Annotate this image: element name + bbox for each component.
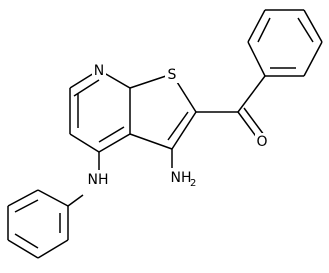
phenyl-inner-1 [257, 17, 271, 43]
lower-phenyl-bond-2 [7, 189, 39, 207]
label-bg-pyridine-n [92, 61, 106, 79]
bond-carbonyl-o-double [243, 107, 265, 136]
lower-phenyl-bond-1 [37, 189, 69, 207]
thiophene-sulfur-label: S [168, 67, 177, 83]
phenyl-bond-1 [247, 41, 266, 77]
bond-c3-c3a [129, 133, 173, 150]
lower-phenyl-inner-1 [14, 199, 39, 213]
label-bg-anilino [84, 170, 112, 190]
pyridine-nitrogen-label: N [94, 63, 104, 79]
bond-nh-phenyl [67, 194, 84, 207]
lower-phenyl-bond-4 [7, 239, 39, 259]
phenyl-inner-2 [297, 17, 314, 43]
lower-phenyl-bond-5 [37, 239, 69, 259]
bond-c4-c5 [69, 133, 100, 153]
phenyl-bond-4 [303, 9, 323, 43]
label-bg-carbonyl-o [255, 133, 270, 151]
amino-group-label: NH [171, 170, 192, 186]
label-bg-thiophene-s [165, 65, 179, 83]
bond-n-c2-inner [73, 79, 100, 97]
lower-phenyl-inner-2 [14, 233, 39, 249]
phenyl-bond-5 [303, 41, 323, 77]
bond-carbonyl-phenyl [237, 75, 266, 113]
bond-c2-c3 [171, 111, 197, 150]
anilino-group [7, 152, 100, 259]
anilino-nh-label: NH [88, 172, 109, 188]
amino-group-subscript: 2 [190, 178, 196, 189]
bond-carbonyl-o [237, 111, 259, 140]
carbonyl-oxygen-label: O [256, 134, 267, 150]
bond-c2-c3-inner [167, 111, 189, 141]
label-bg-amino [164, 168, 198, 188]
pyridine-ring [69, 69, 131, 153]
bond-c3a-c4 [98, 133, 131, 153]
bond-c3a-c4-inner [98, 126, 125, 143]
benzoyl-group [196, 9, 323, 140]
thiophene-ring [129, 73, 197, 150]
phenyl-bond-2 [247, 9, 266, 43]
